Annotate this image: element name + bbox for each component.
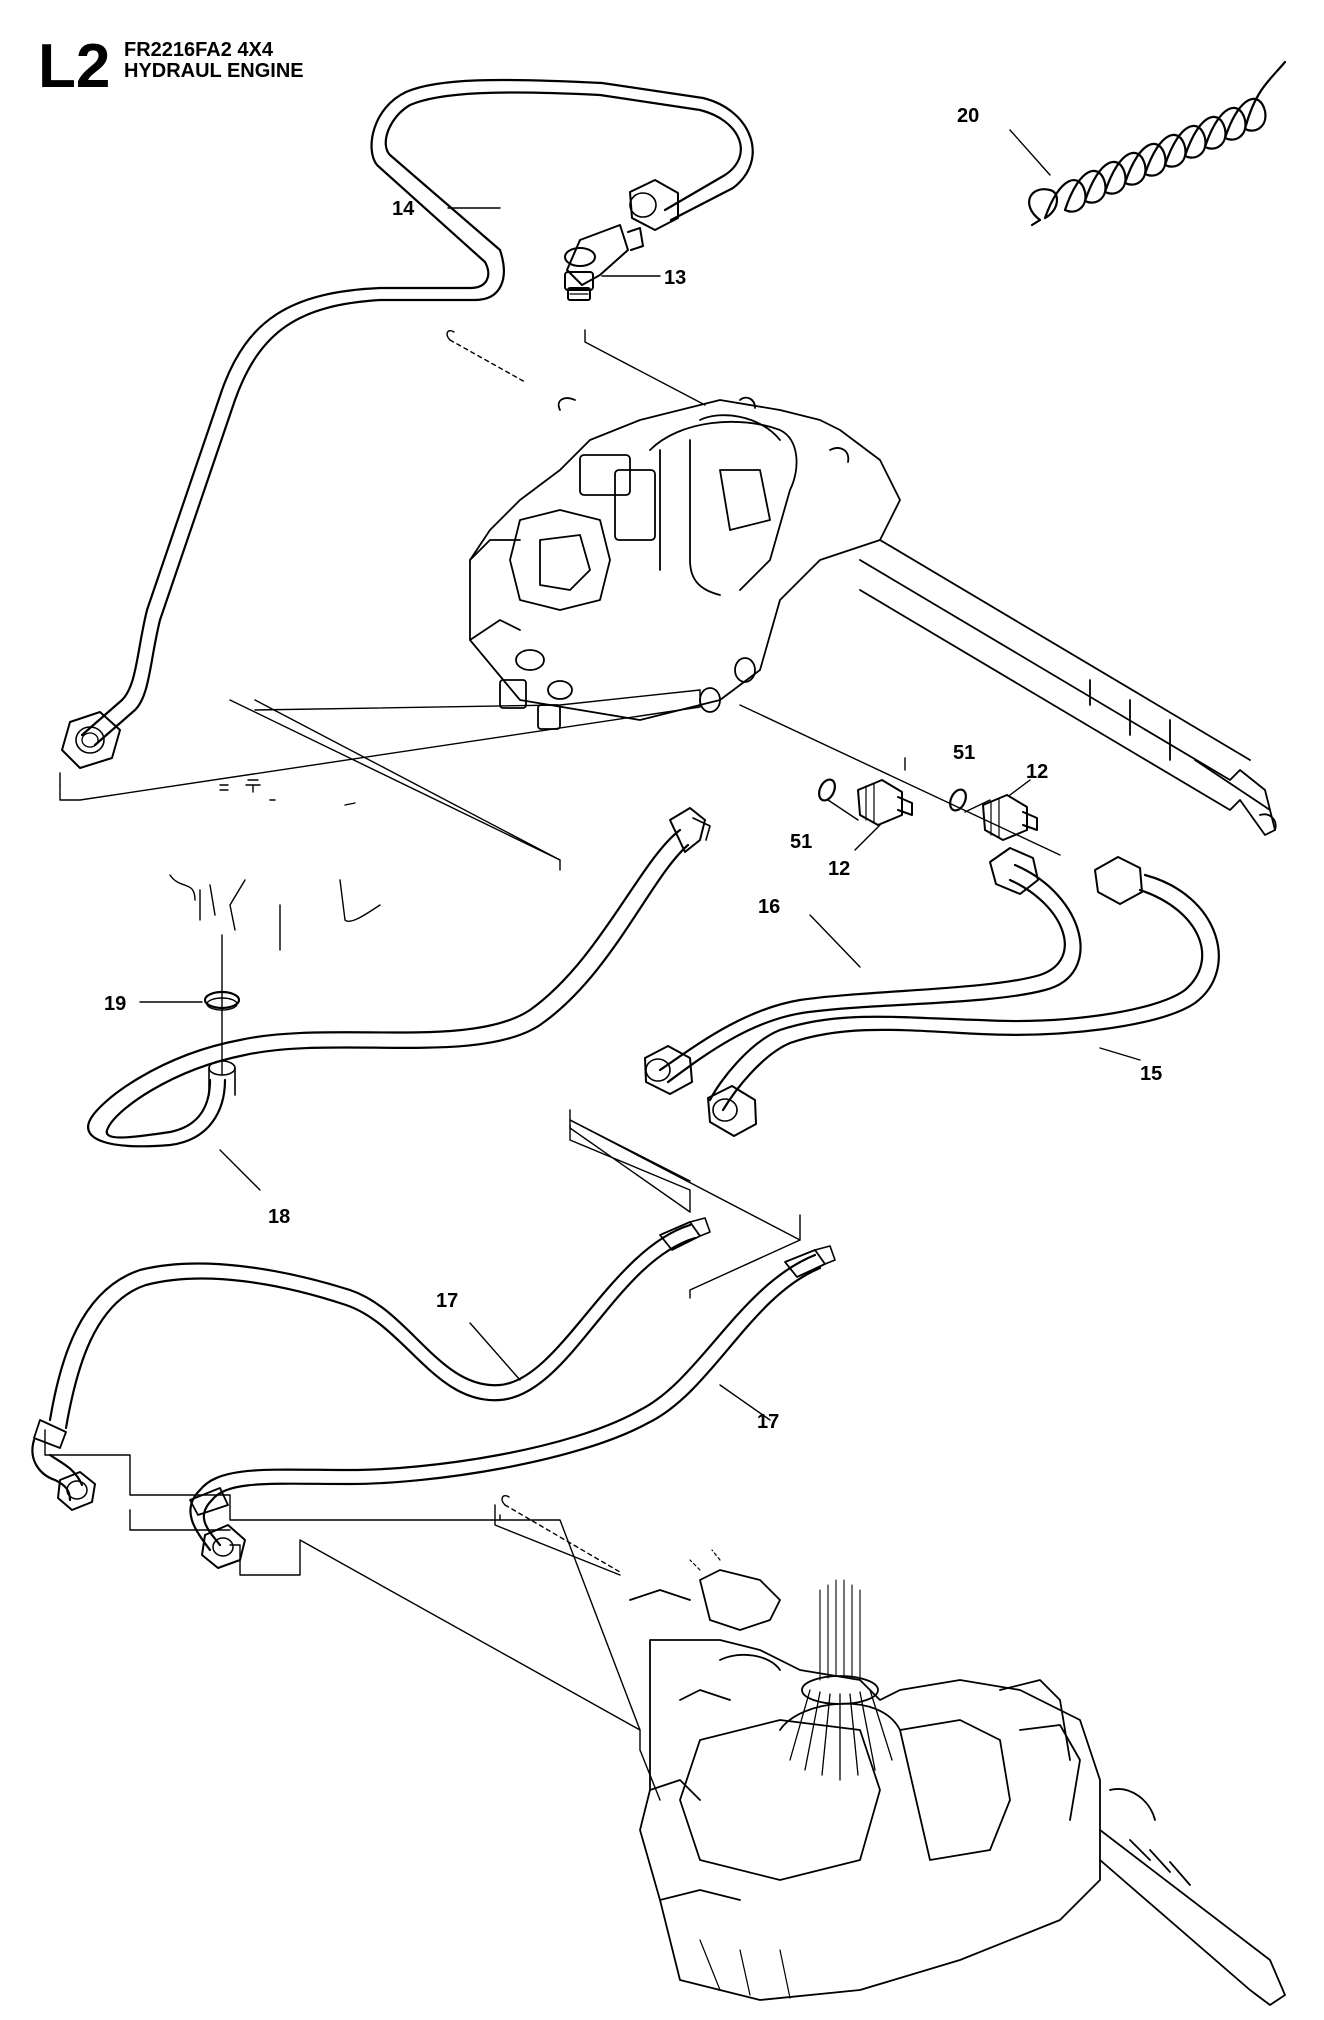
callout-18: 18 [268,1206,290,1228]
fitting-12-left [857,779,913,826]
diagram-title: HYDRAUL ENGINE [124,60,304,82]
hose-17-upper [31,1217,711,1511]
callout-51-left: 51 [790,831,812,853]
assembly-lines [44,329,1061,1801]
spring-20 [1028,60,1287,227]
callout-17-lower: 17 [757,1411,779,1433]
fitting-12-right [982,794,1038,841]
hose-14 [61,78,754,769]
section-code: L2 [38,32,111,101]
hose-18 [87,807,711,1148]
callout-12-right: 12 [1026,761,1048,783]
model-name: FR2216FA2 4X4 [124,39,273,61]
callout-19: 19 [104,993,126,1015]
elbow-fitting-13 [564,224,644,301]
o-ring-51-right [949,788,967,812]
decal-fragments [169,779,381,951]
hose-15 [707,856,1220,1137]
callout-51-right: 51 [953,742,975,764]
callout-14: 14 [392,198,415,220]
hose-17-lower [189,1245,836,1569]
callout-20: 20 [957,105,979,127]
hose-clamp-19 [203,990,241,1011]
callout-17-upper: 17 [436,1290,458,1312]
hydraulic-motor-upper [446,330,1277,836]
callout-12-left: 12 [828,858,850,880]
leader-lines [139,129,1141,1421]
callout-labels: 14 13 20 51 12 51 12 16 15 19 18 17 17 [104,105,1162,1433]
o-ring-51-left [818,778,836,802]
hose-16 [644,847,1082,1095]
callout-16: 16 [758,896,780,918]
callout-13: 13 [664,267,686,289]
callout-15: 15 [1140,1063,1162,1085]
transaxle-lower [501,1495,1286,2006]
